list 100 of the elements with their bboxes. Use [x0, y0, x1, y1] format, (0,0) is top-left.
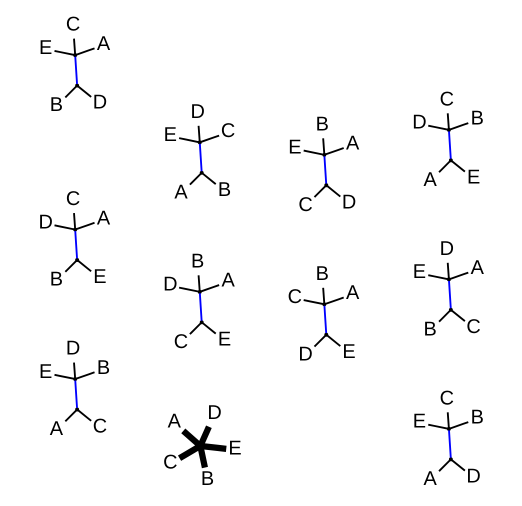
connector: [64, 410, 76, 422]
connector: [198, 293, 202, 321]
connector: [313, 335, 326, 348]
connector: [450, 272, 468, 280]
node-text: A: [96, 207, 110, 230]
node-text: E: [342, 340, 356, 363]
connector: [200, 284, 219, 292]
connector: [448, 131, 452, 159]
connector: [302, 150, 322, 156]
connector: [178, 286, 198, 292]
node-text: C: [287, 286, 302, 308]
connector: [451, 160, 465, 172]
node-point: [72, 53, 77, 58]
node-text: B: [96, 356, 110, 379]
node-text: E: [228, 438, 242, 460]
connector: [77, 410, 92, 422]
node-text: E: [412, 261, 426, 284]
node-text: A: [423, 468, 436, 490]
node-text: B: [200, 468, 214, 490]
node-text: E: [163, 124, 176, 146]
node-text: C: [173, 330, 188, 353]
connector: [326, 335, 340, 347]
connector: [72, 362, 76, 378]
connector: [450, 122, 468, 130]
node-point: [324, 183, 328, 188]
connector: [77, 86, 92, 98]
connector: [72, 212, 76, 228]
connector: [197, 446, 208, 468]
connector: [76, 222, 94, 230]
node-text: E: [412, 410, 426, 433]
node-text: E: [217, 328, 231, 350]
node-point: [72, 228, 77, 232]
node-point: [448, 308, 452, 312]
connector: [54, 374, 74, 380]
node-point: [446, 277, 450, 282]
connector: [188, 322, 201, 335]
node-point: [72, 377, 77, 382]
connector: [77, 260, 92, 272]
node-text: A: [174, 181, 188, 204]
connector: [74, 231, 78, 258]
connector: [428, 124, 448, 130]
node-point: [197, 290, 202, 294]
node-text: D: [466, 465, 480, 488]
connector: [323, 306, 327, 334]
node-text: D: [162, 274, 177, 296]
connector: [438, 160, 450, 173]
connector: [72, 38, 76, 54]
connector: [76, 47, 94, 56]
connector: [448, 430, 452, 458]
connector: [428, 274, 448, 280]
connector: [448, 280, 452, 308]
connector: [198, 144, 202, 172]
connector: [322, 138, 325, 154]
connector: [451, 460, 465, 472]
node-text: E: [38, 360, 52, 383]
connector: [197, 126, 200, 141]
node-text: C: [92, 416, 107, 438]
node-text: E: [92, 266, 106, 288]
node-text: A: [167, 410, 180, 433]
node-text: D: [341, 191, 356, 214]
connector: [322, 288, 325, 303]
connector: [54, 224, 74, 230]
node-point: [199, 320, 204, 324]
connector: [64, 86, 76, 98]
connector: [438, 310, 450, 322]
node-point: [322, 302, 326, 306]
node-text: A: [346, 282, 359, 304]
node-text: C: [220, 120, 235, 142]
connector: [202, 322, 216, 334]
connector: [198, 426, 212, 446]
node-point: [448, 457, 452, 462]
node-text: B: [190, 250, 204, 272]
node-text: A: [220, 270, 234, 292]
connector: [64, 260, 76, 272]
node-text: D: [190, 100, 204, 123]
connector: [325, 147, 344, 156]
connector: [76, 371, 94, 380]
node-text: D: [439, 238, 454, 260]
connector: [326, 186, 340, 198]
connector: [428, 424, 448, 430]
node-text: B: [470, 406, 484, 429]
node-text: D: [38, 211, 52, 234]
connector: [188, 173, 201, 186]
connector: [302, 299, 322, 305]
connector: [313, 186, 326, 198]
node-text: C: [162, 451, 177, 474]
connector: [200, 134, 219, 143]
node-text: A: [346, 132, 359, 155]
node-point: [446, 128, 450, 132]
node-text: D: [412, 112, 426, 134]
connector: [450, 421, 468, 430]
node-point: [448, 158, 452, 162]
connector: [74, 380, 78, 408]
node-point: [74, 258, 79, 262]
node-text: D: [298, 343, 312, 366]
node-text: B: [49, 268, 63, 291]
node-text: A: [470, 257, 484, 280]
connector: [178, 137, 198, 143]
node-text: C: [65, 188, 80, 210]
connector: [200, 443, 226, 452]
